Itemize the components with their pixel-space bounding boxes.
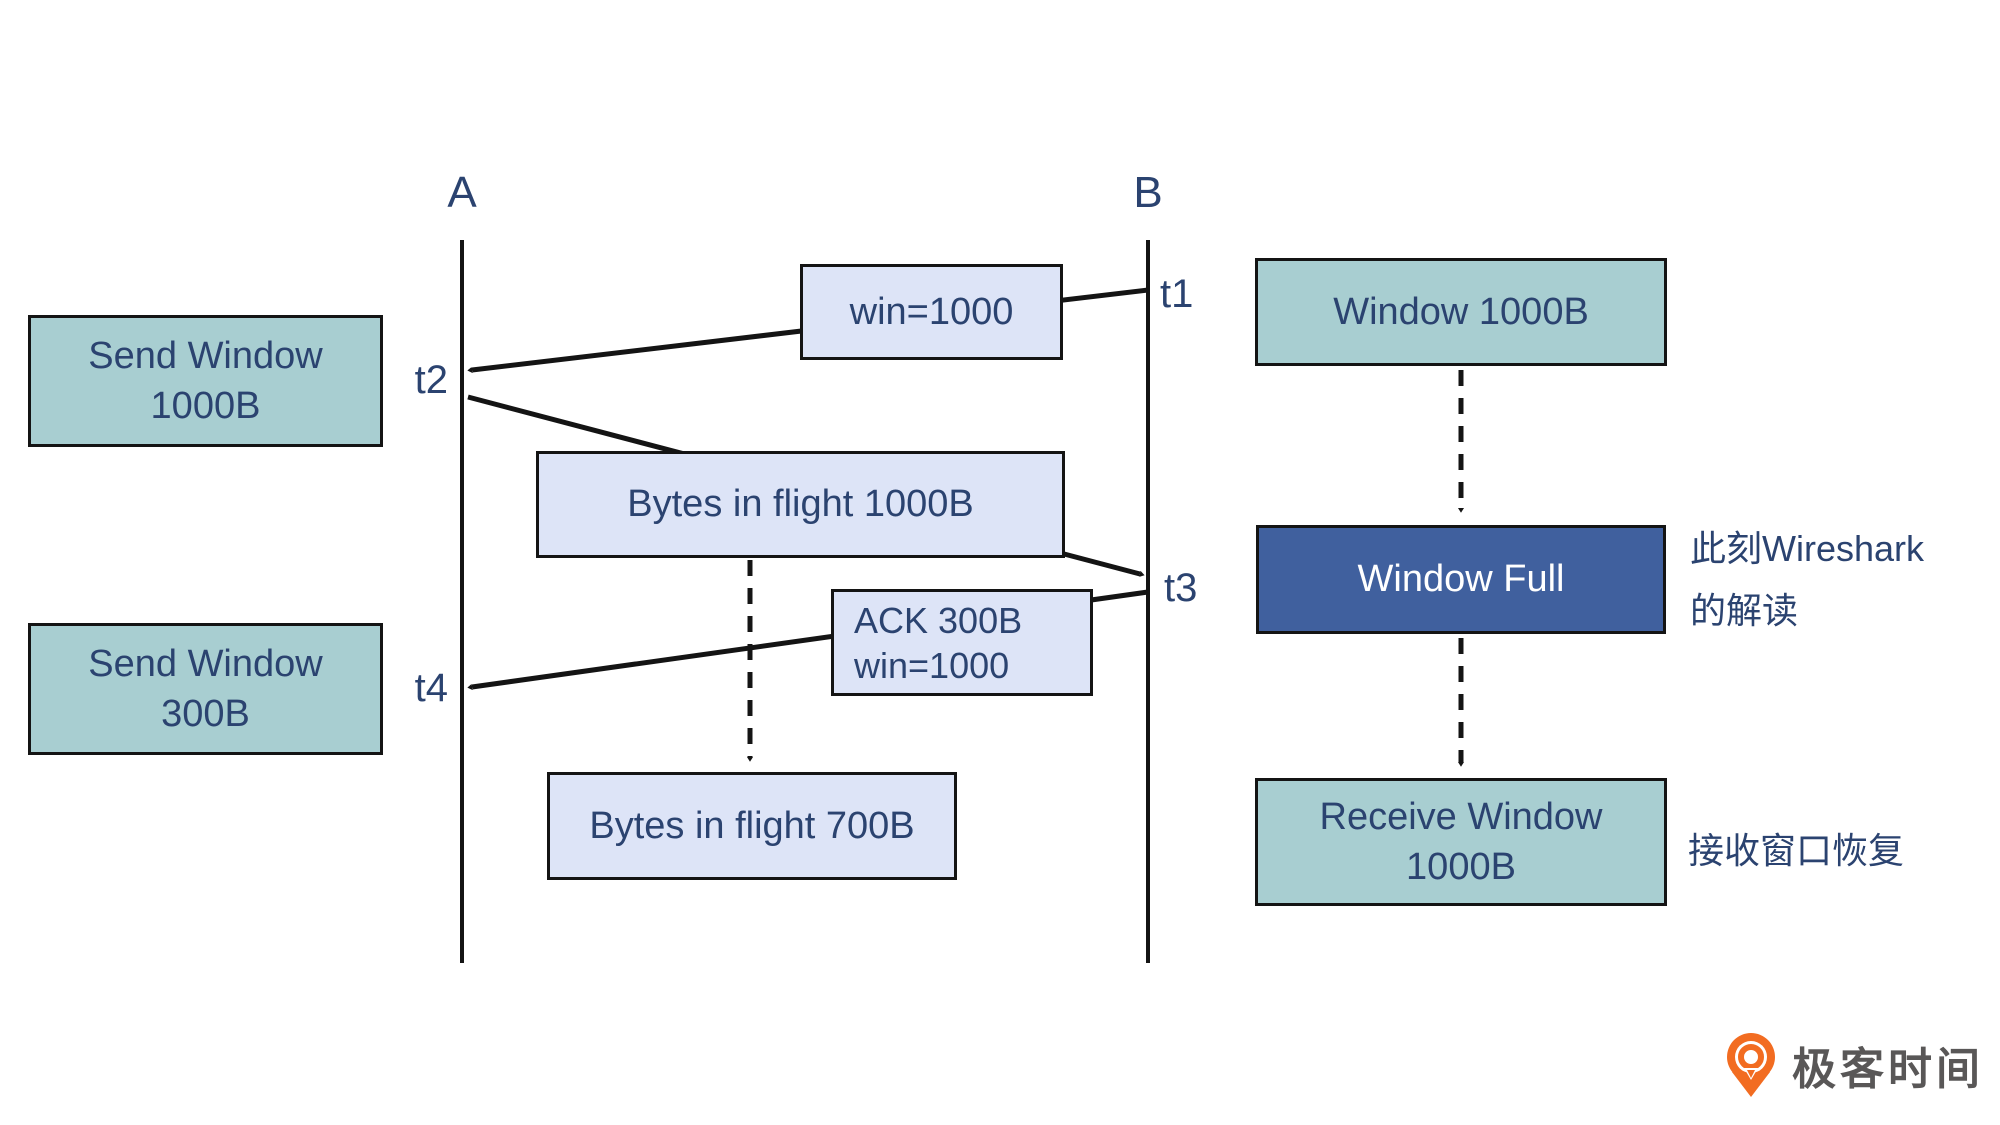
send-window-300-box: Send Window 300B <box>28 623 383 755</box>
window-full-label: Window Full <box>1357 558 1565 601</box>
win-advertise-label: win=1000 <box>849 290 1014 333</box>
bytes-in-flight-700-box: Bytes in flight 700B <box>547 772 957 880</box>
ack-line1: ACK 300B <box>854 599 1023 641</box>
geektime-logo: 极客时间 <box>1724 1032 1984 1098</box>
time-label-t3: t3 <box>1164 566 1198 610</box>
geektime-pin-clock-icon <box>1724 1032 1778 1098</box>
send-window-1000-line1: Send Window <box>88 334 323 377</box>
window-1000-box: Window 1000B <box>1255 258 1667 366</box>
send-window-1000-box: Send Window 1000B <box>28 315 383 447</box>
window-full-box: Window Full <box>1256 525 1666 634</box>
ack-line2: win=1000 <box>854 644 1010 686</box>
win-advertise-box: win=1000 <box>800 264 1063 360</box>
ack-box: ACK 300B win=1000 <box>831 589 1093 696</box>
send-window-300-line2: 300B <box>161 693 250 735</box>
receive-window-line2: 1000B <box>1406 846 1516 888</box>
window-recover-annotation: 接收窗口恢复 <box>1688 830 1905 871</box>
receive-window-box: Receive Window 1000B <box>1255 778 1667 906</box>
time-label-t4: t4 <box>414 666 448 710</box>
lifeline-label-a: A <box>447 168 477 217</box>
bytes-in-flight-1000-box: Bytes in flight 1000B <box>536 451 1065 558</box>
bytes-in-flight-700-label: Bytes in flight 700B <box>589 804 915 847</box>
lifeline-label-b: B <box>1133 168 1163 217</box>
send-window-300-line1: Send Window <box>88 642 323 685</box>
bytes-in-flight-1000-label: Bytes in flight 1000B <box>627 483 974 526</box>
wireshark-annotation-line2: 的解读 <box>1690 589 1799 631</box>
time-label-t1: t1 <box>1160 272 1194 316</box>
geektime-logo-text: 极客时间 <box>1792 1045 1984 1094</box>
wireshark-annotation: 此刻Wireshark 的解读 <box>1690 518 1924 642</box>
send-window-1000-line2: 1000B <box>150 385 261 427</box>
receive-window-line1: Receive Window <box>1319 795 1603 838</box>
time-label-t2: t2 <box>414 358 448 402</box>
window-1000-label: Window 1000B <box>1333 290 1589 333</box>
wireshark-annotation-line1: 此刻Wireshark <box>1690 528 1925 569</box>
